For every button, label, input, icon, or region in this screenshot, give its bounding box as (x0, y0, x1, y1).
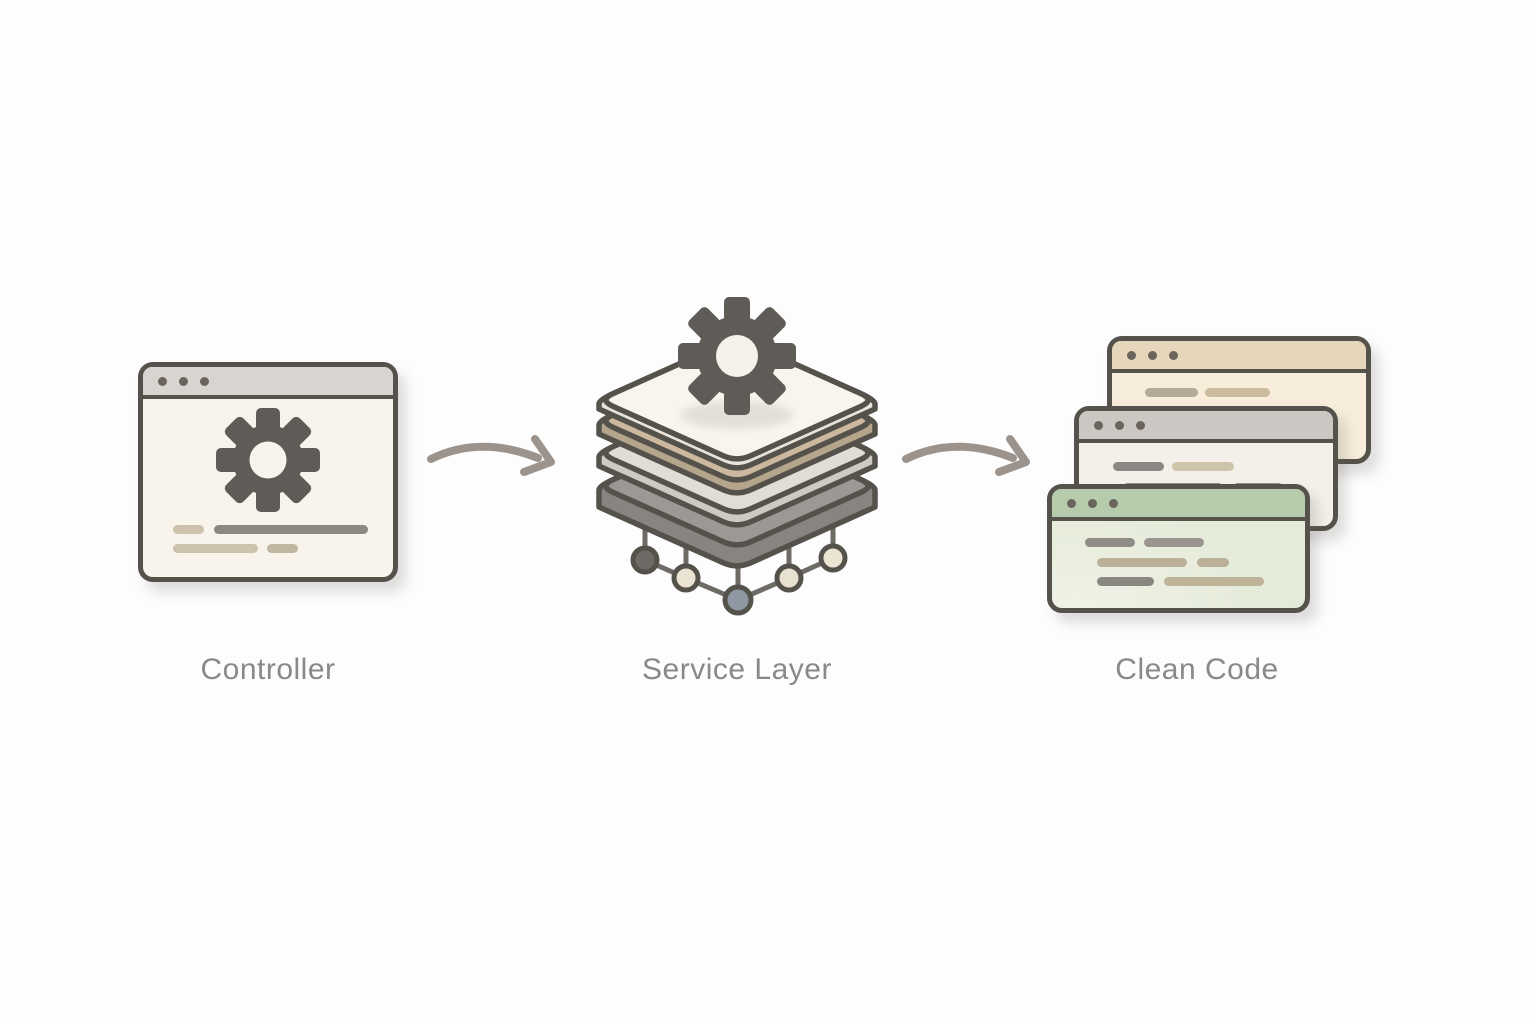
arrow-shaft (427, 442, 542, 463)
text-line (267, 544, 298, 553)
code-line (1097, 577, 1154, 586)
window-dot-icon (1148, 350, 1157, 360)
window-dot-icon (1169, 350, 1178, 360)
window-dot-icon (1067, 498, 1076, 508)
window-dot-icon (200, 376, 209, 386)
window-dot-icon (1094, 420, 1103, 430)
service-layer-label: Service Layer (642, 653, 832, 686)
text-line (214, 525, 368, 534)
controller-label: Controller (200, 653, 336, 686)
controller-window (138, 362, 398, 582)
circuit-node-icon (774, 563, 804, 593)
code-line (1164, 577, 1264, 586)
window-dot-icon (1115, 420, 1124, 430)
code-line (1113, 462, 1164, 471)
window-dot-icon (179, 376, 188, 386)
code-window-front (1047, 484, 1310, 613)
text-line (173, 544, 258, 553)
window-dot-icon (1127, 350, 1136, 360)
controller-window-header (143, 367, 393, 399)
code-line (1145, 388, 1198, 397)
circuit-node-icon (671, 563, 701, 593)
window-dot-icon (1088, 498, 1097, 508)
text-line (173, 525, 204, 534)
circuit-nodes (630, 543, 848, 616)
code-window-back-body (1112, 373, 1366, 459)
window-dot-icon (1109, 498, 1118, 508)
code-window-front-body (1052, 521, 1305, 608)
gear-icon (678, 297, 796, 415)
code-line (1172, 462, 1234, 471)
code-window-front-header (1052, 489, 1305, 521)
clean-code-label: Clean Code (1115, 653, 1279, 686)
code-window-back-header (1112, 341, 1366, 373)
circuit-node-icon (630, 545, 660, 575)
curved-arrow-icon (902, 435, 1030, 476)
code-line (1144, 538, 1204, 547)
window-dot-icon (1136, 420, 1145, 430)
controller-window-body (143, 399, 393, 577)
circuit-node-icon (818, 543, 848, 573)
arrow-head (995, 435, 1030, 476)
code-window-middle-header (1079, 411, 1333, 443)
arrow-shaft (902, 442, 1017, 463)
code-line (1085, 538, 1135, 547)
curved-arrow-icon (427, 435, 555, 476)
code-line (1197, 558, 1229, 567)
circuit-node-icon (722, 584, 754, 616)
code-line (1205, 388, 1270, 397)
gear-icon (216, 408, 320, 512)
layer-stack-with-gear-icon (596, 297, 878, 616)
code-line (1097, 558, 1187, 567)
window-dot-icon (158, 376, 167, 386)
arrow-head (520, 435, 555, 476)
